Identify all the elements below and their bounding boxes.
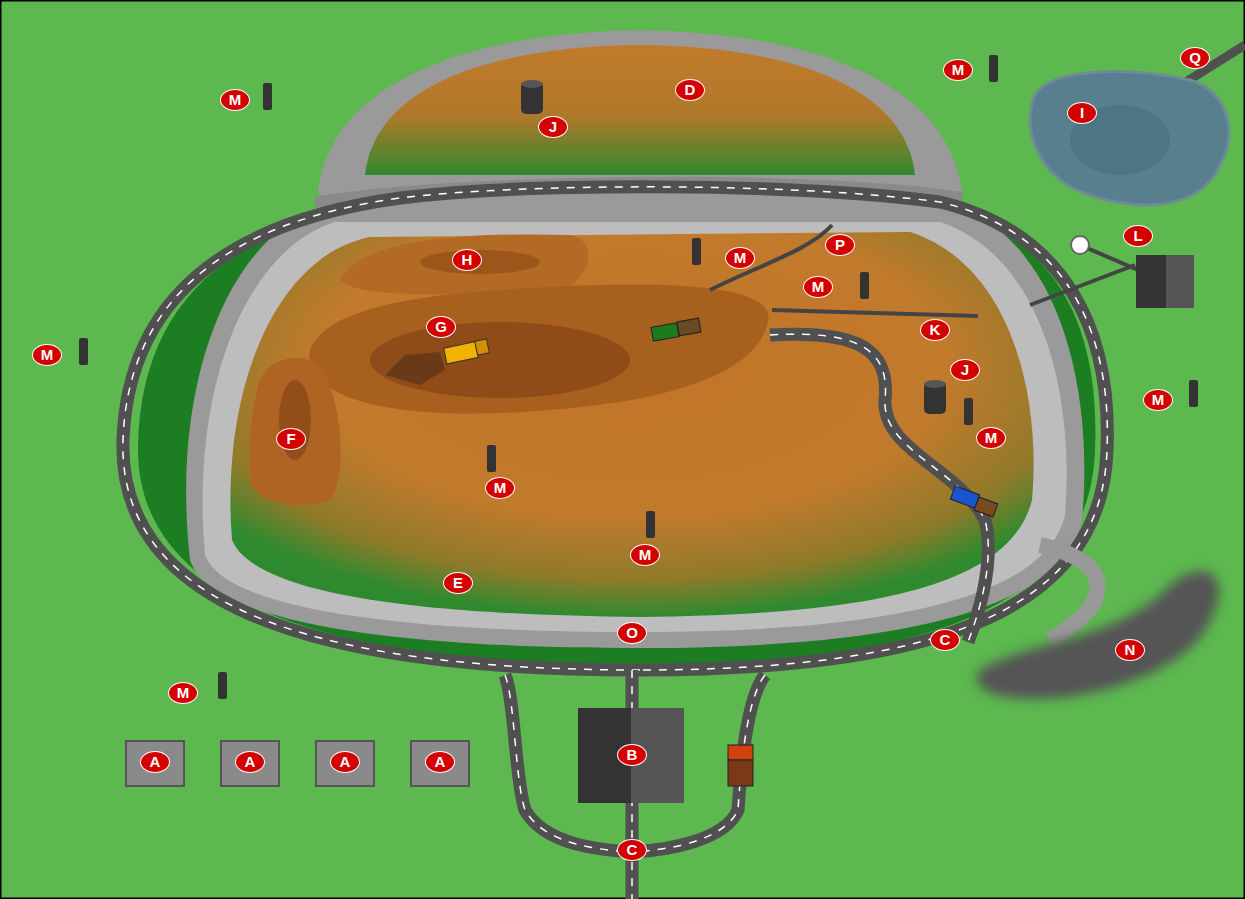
callout-letter: M [803,276,833,298]
pipe-k [772,310,978,316]
callout-letter: A [425,751,455,773]
landfill-cell [230,232,1033,617]
callout-letter: M [976,427,1006,449]
buildings-a [126,741,469,786]
gas-plant-side [1166,255,1194,308]
callout-letter: B [617,744,647,766]
callout-letter: M [32,344,62,366]
callout-letter: C [617,839,647,861]
callout-letter: P [825,234,855,256]
callout-letter: M [943,59,973,81]
area-n [977,571,1219,699]
gas-plant [1136,255,1166,308]
callout-letter: F [276,428,306,450]
callout-letter: A [140,751,170,773]
callout-letter: M [485,477,515,499]
callout-letter: O [617,622,647,644]
callout-letter: A [330,751,360,773]
callout-letter: N [1115,639,1145,661]
rim-inner [203,222,1067,632]
callout-letter: M [168,682,198,704]
pond [1030,72,1229,205]
callout-letter: J [950,359,980,381]
area-g [309,285,768,414]
callout-letter: E [443,572,473,594]
leachate-tanks [521,80,946,414]
callout-letter: C [930,629,960,651]
flare [1071,236,1089,254]
callout-letter: Q [1180,47,1210,69]
callout-letter: L [1123,225,1153,247]
monitoring-wells [79,55,1198,699]
area-g-core [370,322,630,398]
callout-letter: K [920,319,950,341]
callout-letter: G [426,316,456,338]
rim [186,30,1084,648]
entry-roads [505,670,765,899]
area-h [340,234,588,294]
n-road [1040,545,1098,640]
callout-letter: I [1067,102,1097,124]
vehicles [385,318,998,786]
callout-letter: M [630,544,660,566]
callout-letter: D [675,79,705,101]
haul-road [770,334,988,642]
closed-cell [365,45,915,175]
berm [138,190,1095,665]
perimeter-road [123,187,1107,670]
callout-letter: M [1143,389,1173,411]
area-f [249,358,340,505]
area-h-core [420,250,540,274]
callout-letter: M [220,89,250,111]
callout-letter: H [452,249,482,271]
callout-letter: J [538,116,568,138]
callout-letter: M [725,247,755,269]
gas-line [1030,265,1135,305]
callout-letter: A [235,751,265,773]
